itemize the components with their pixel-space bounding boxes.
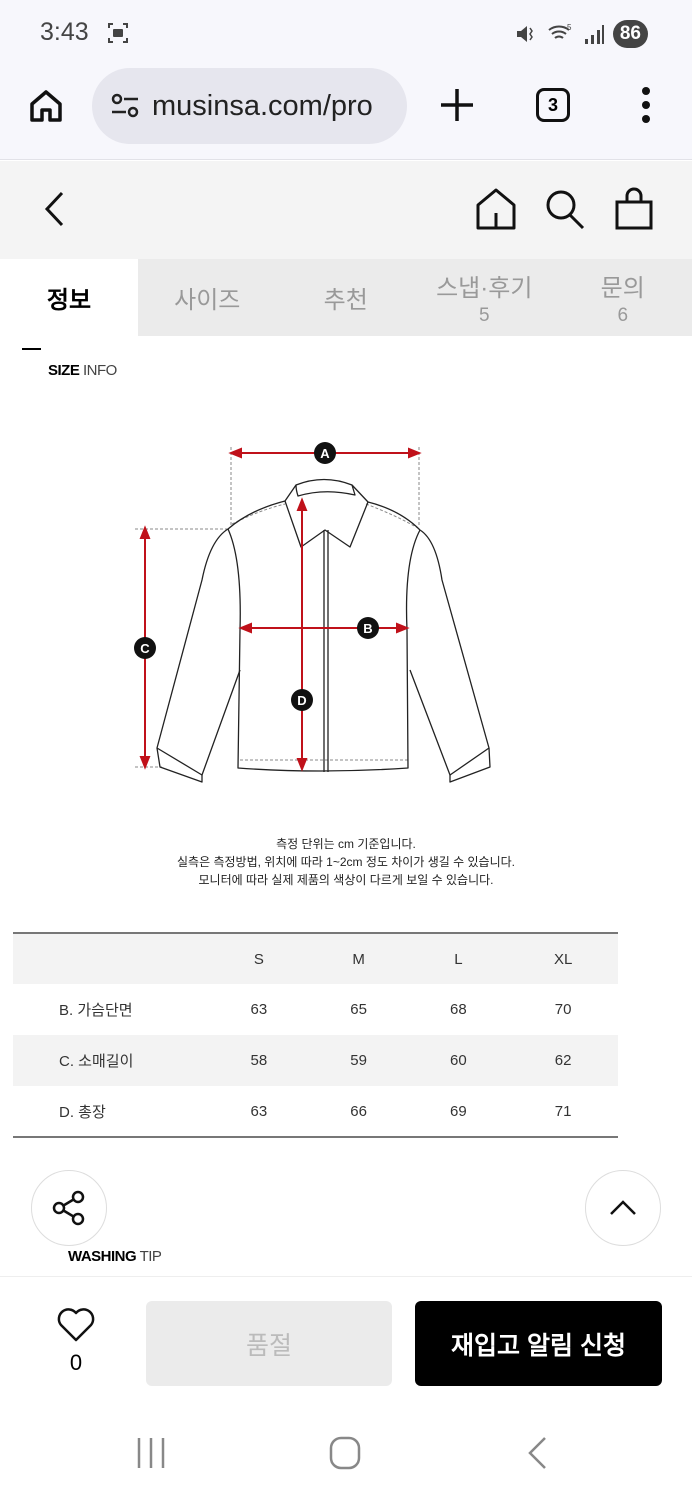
svg-text:5: 5 bbox=[567, 23, 572, 32]
heading-light: TIP bbox=[139, 1248, 162, 1265]
back-icon[interactable] bbox=[40, 189, 70, 229]
heading-light: INFO bbox=[83, 362, 117, 379]
status-time: 3:43 bbox=[40, 18, 89, 46]
table-cell: 63 bbox=[250, 1102, 268, 1120]
table-cell: 68 bbox=[450, 1001, 467, 1018]
scroll-top-button[interactable] bbox=[585, 1170, 661, 1246]
table-cell: 65 bbox=[350, 1001, 367, 1018]
like-button[interactable]: 0 bbox=[56, 1307, 96, 1376]
size-info-heading: SIZE INFO bbox=[48, 362, 117, 379]
table-row: D. 총장 63 66 69 71 bbox=[13, 1086, 618, 1137]
tab-label: 추천 bbox=[323, 287, 368, 314]
header-cell: S bbox=[253, 950, 264, 968]
heading-bold: SIZE bbox=[48, 362, 80, 379]
site-settings-icon[interactable] bbox=[110, 93, 140, 119]
table-cell: 70 bbox=[554, 1001, 572, 1018]
chevron-up-icon bbox=[610, 1200, 636, 1215]
battery-indicator: 86 bbox=[612, 20, 648, 48]
back-nav-icon[interactable] bbox=[526, 1436, 548, 1470]
soldout-button: 품절 bbox=[146, 1301, 392, 1386]
note-line: 실측은 측정방법, 위치에 따라 1~2cm 정도 차이가 생길 수 있습니다. bbox=[177, 855, 515, 869]
table-cell: 69 bbox=[450, 1102, 467, 1120]
row-label: B. 가슴단면 bbox=[59, 1002, 133, 1019]
url-text[interactable]: musinsa.com/pro bbox=[152, 89, 373, 122]
status-icons: 5 86 bbox=[515, 20, 648, 48]
address-bar[interactable]: musinsa.com/pro bbox=[92, 68, 407, 144]
cart-icon[interactable] bbox=[613, 187, 657, 231]
recent-apps-icon[interactable] bbox=[135, 1436, 167, 1470]
header-cell: XL bbox=[553, 950, 573, 968]
table-cell: 66 bbox=[350, 1102, 367, 1120]
tab-label: 정보 bbox=[46, 287, 92, 314]
like-count: 0 bbox=[69, 1350, 83, 1375]
screenshot-icon bbox=[108, 23, 128, 43]
header-cell bbox=[13, 933, 209, 984]
label-c: C bbox=[140, 641, 150, 656]
browser-toolbar: musinsa.com/pro 3 bbox=[0, 66, 692, 160]
status-bar: 3:43 5 86 bbox=[0, 0, 692, 66]
new-tab-icon[interactable] bbox=[438, 86, 476, 124]
label-d: D bbox=[297, 693, 306, 708]
home-icon[interactable] bbox=[474, 187, 518, 231]
tab-label: 문의 bbox=[600, 275, 645, 302]
system-nav-bar bbox=[0, 1400, 692, 1500]
tab-recommend[interactable]: 추천 bbox=[277, 259, 416, 336]
home-nav-icon[interactable] bbox=[328, 1436, 362, 1470]
measurement-notes: 측정 단위는 cm 기준입니다. 실측은 측정방법, 위치에 따라 1~2cm … bbox=[0, 835, 692, 889]
table-header-row: S M L XL bbox=[13, 933, 618, 984]
section-divider bbox=[22, 348, 41, 350]
table-row: B. 가슴단면 63 65 68 70 bbox=[13, 984, 618, 1035]
share-button[interactable] bbox=[31, 1170, 107, 1246]
label-a: A bbox=[320, 446, 330, 461]
bottom-action-bar: 0 품절 재입고 알림 신청 bbox=[0, 1276, 692, 1400]
tab-reviews[interactable]: 스냅·후기 5 bbox=[415, 259, 554, 336]
label-b: B bbox=[363, 621, 372, 636]
tab-count: 6 bbox=[617, 305, 629, 326]
size-table: S M L XL B. 가슴단면 63 65 68 70 C. 소매길이 58 … bbox=[13, 932, 618, 1138]
search-icon[interactable] bbox=[543, 187, 587, 231]
site-header bbox=[0, 161, 692, 259]
tab-label: 사이즈 bbox=[174, 287, 241, 314]
table-cell: 71 bbox=[554, 1102, 572, 1120]
table-cell: 59 bbox=[350, 1052, 367, 1069]
washing-tip-heading: WASHING TIP bbox=[68, 1248, 162, 1265]
heart-icon bbox=[57, 1308, 95, 1342]
table-row: C. 소매길이 58 59 60 62 bbox=[13, 1035, 618, 1086]
tab-count: 5 bbox=[478, 305, 490, 326]
table-cell: 62 bbox=[554, 1052, 572, 1069]
restock-alert-button[interactable]: 재입고 알림 신청 bbox=[415, 1301, 662, 1386]
table-cell: 63 bbox=[250, 1001, 268, 1018]
row-label: D. 총장 bbox=[59, 1103, 106, 1121]
row-label: C. 소매길이 bbox=[59, 1053, 134, 1070]
share-icon bbox=[52, 1190, 85, 1226]
home-icon[interactable] bbox=[28, 88, 64, 124]
size-diagram: A B C D bbox=[134, 442, 491, 783]
tab-info[interactable]: 정보 bbox=[0, 259, 138, 336]
table-cell: 58 bbox=[250, 1052, 268, 1069]
header-cell: M bbox=[352, 950, 365, 968]
tab-inquiry[interactable]: 문의 6 bbox=[554, 259, 692, 336]
heading-bold: WASHING bbox=[68, 1248, 137, 1265]
product-tabs: 정보 사이즈 추천 스냅·후기 5 문의 6 bbox=[0, 259, 692, 336]
note-line: 측정 단위는 cm 기준입니다. bbox=[276, 837, 416, 851]
tab-size[interactable]: 사이즈 bbox=[138, 259, 277, 336]
wifi-icon: 5 bbox=[548, 23, 572, 39]
header-cell: L bbox=[454, 950, 463, 968]
mute-icon bbox=[516, 26, 533, 42]
signal-icon bbox=[584, 25, 604, 44]
tab-label: 스냅·후기 bbox=[436, 275, 533, 302]
table-cell: 60 bbox=[450, 1052, 467, 1069]
tabs-button[interactable]: 3 bbox=[536, 88, 570, 122]
note-line: 모니터에 따라 실제 제품의 색상이 다르게 보일 수 있습니다. bbox=[198, 873, 494, 887]
more-menu-icon[interactable] bbox=[638, 86, 654, 124]
